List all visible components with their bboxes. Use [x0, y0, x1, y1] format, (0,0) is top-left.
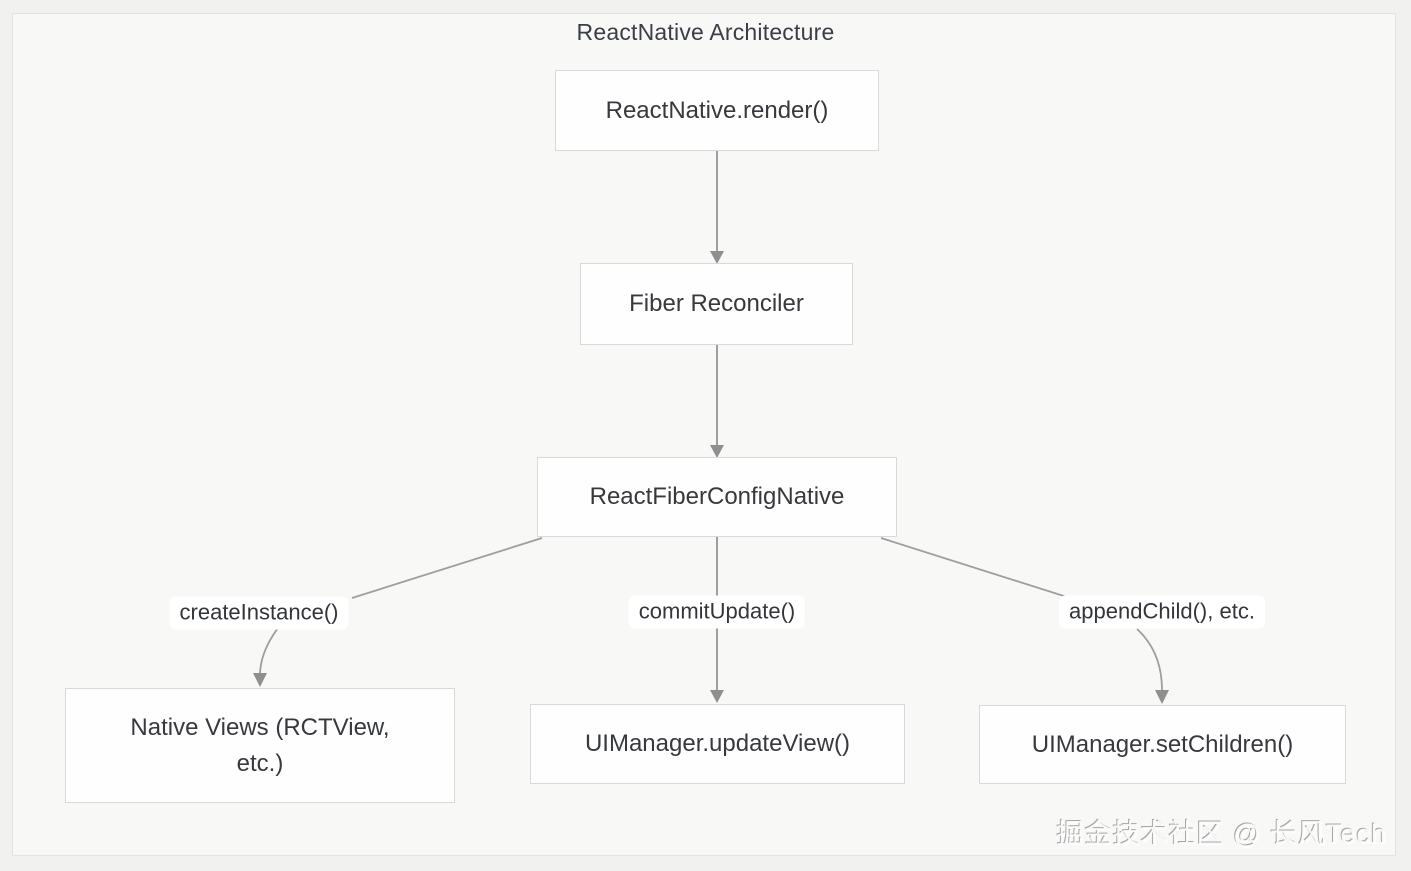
arrowhead-config-to-nativeviews-icon [253, 673, 267, 687]
edge-config-to-nativeviews-upper [351, 537, 543, 599]
edge-label-createinstance: createInstance() [169, 596, 349, 630]
diagram-title: ReactNative Architecture [576, 19, 835, 45]
edge-label-commitupdate: commitUpdate() [628, 595, 806, 629]
node-uimanager-setchildren: UIManager.setChildren() [979, 705, 1346, 784]
arrowhead-config-to-updateview-icon [710, 690, 724, 703]
node-native-views: Native Views (RCTView, etc.) [65, 688, 455, 803]
arrowhead-config-to-setchildren-icon [1155, 690, 1169, 704]
arrowhead-render-to-fiber-icon [710, 251, 724, 264]
node-uimanager-updateview: UIManager.updateView() [530, 704, 905, 784]
node-fiber-reconciler: Fiber Reconciler [580, 263, 853, 345]
node-reactnative-render: ReactNative.render() [555, 70, 879, 151]
edge-config-to-nativeviews-lower [259, 627, 279, 674]
edge-label-appendchild: appendChild(), etc. [1059, 595, 1265, 629]
arrowhead-fiber-to-config-icon [710, 445, 724, 458]
watermark: 掘金技术社区 @ 长风Tech [1056, 819, 1387, 849]
edge-config-to-setchildren-upper [880, 537, 1068, 598]
node-reactfiberconfignative: ReactFiberConfigNative [537, 457, 897, 537]
edge-config-to-setchildren-lower [1136, 628, 1163, 691]
